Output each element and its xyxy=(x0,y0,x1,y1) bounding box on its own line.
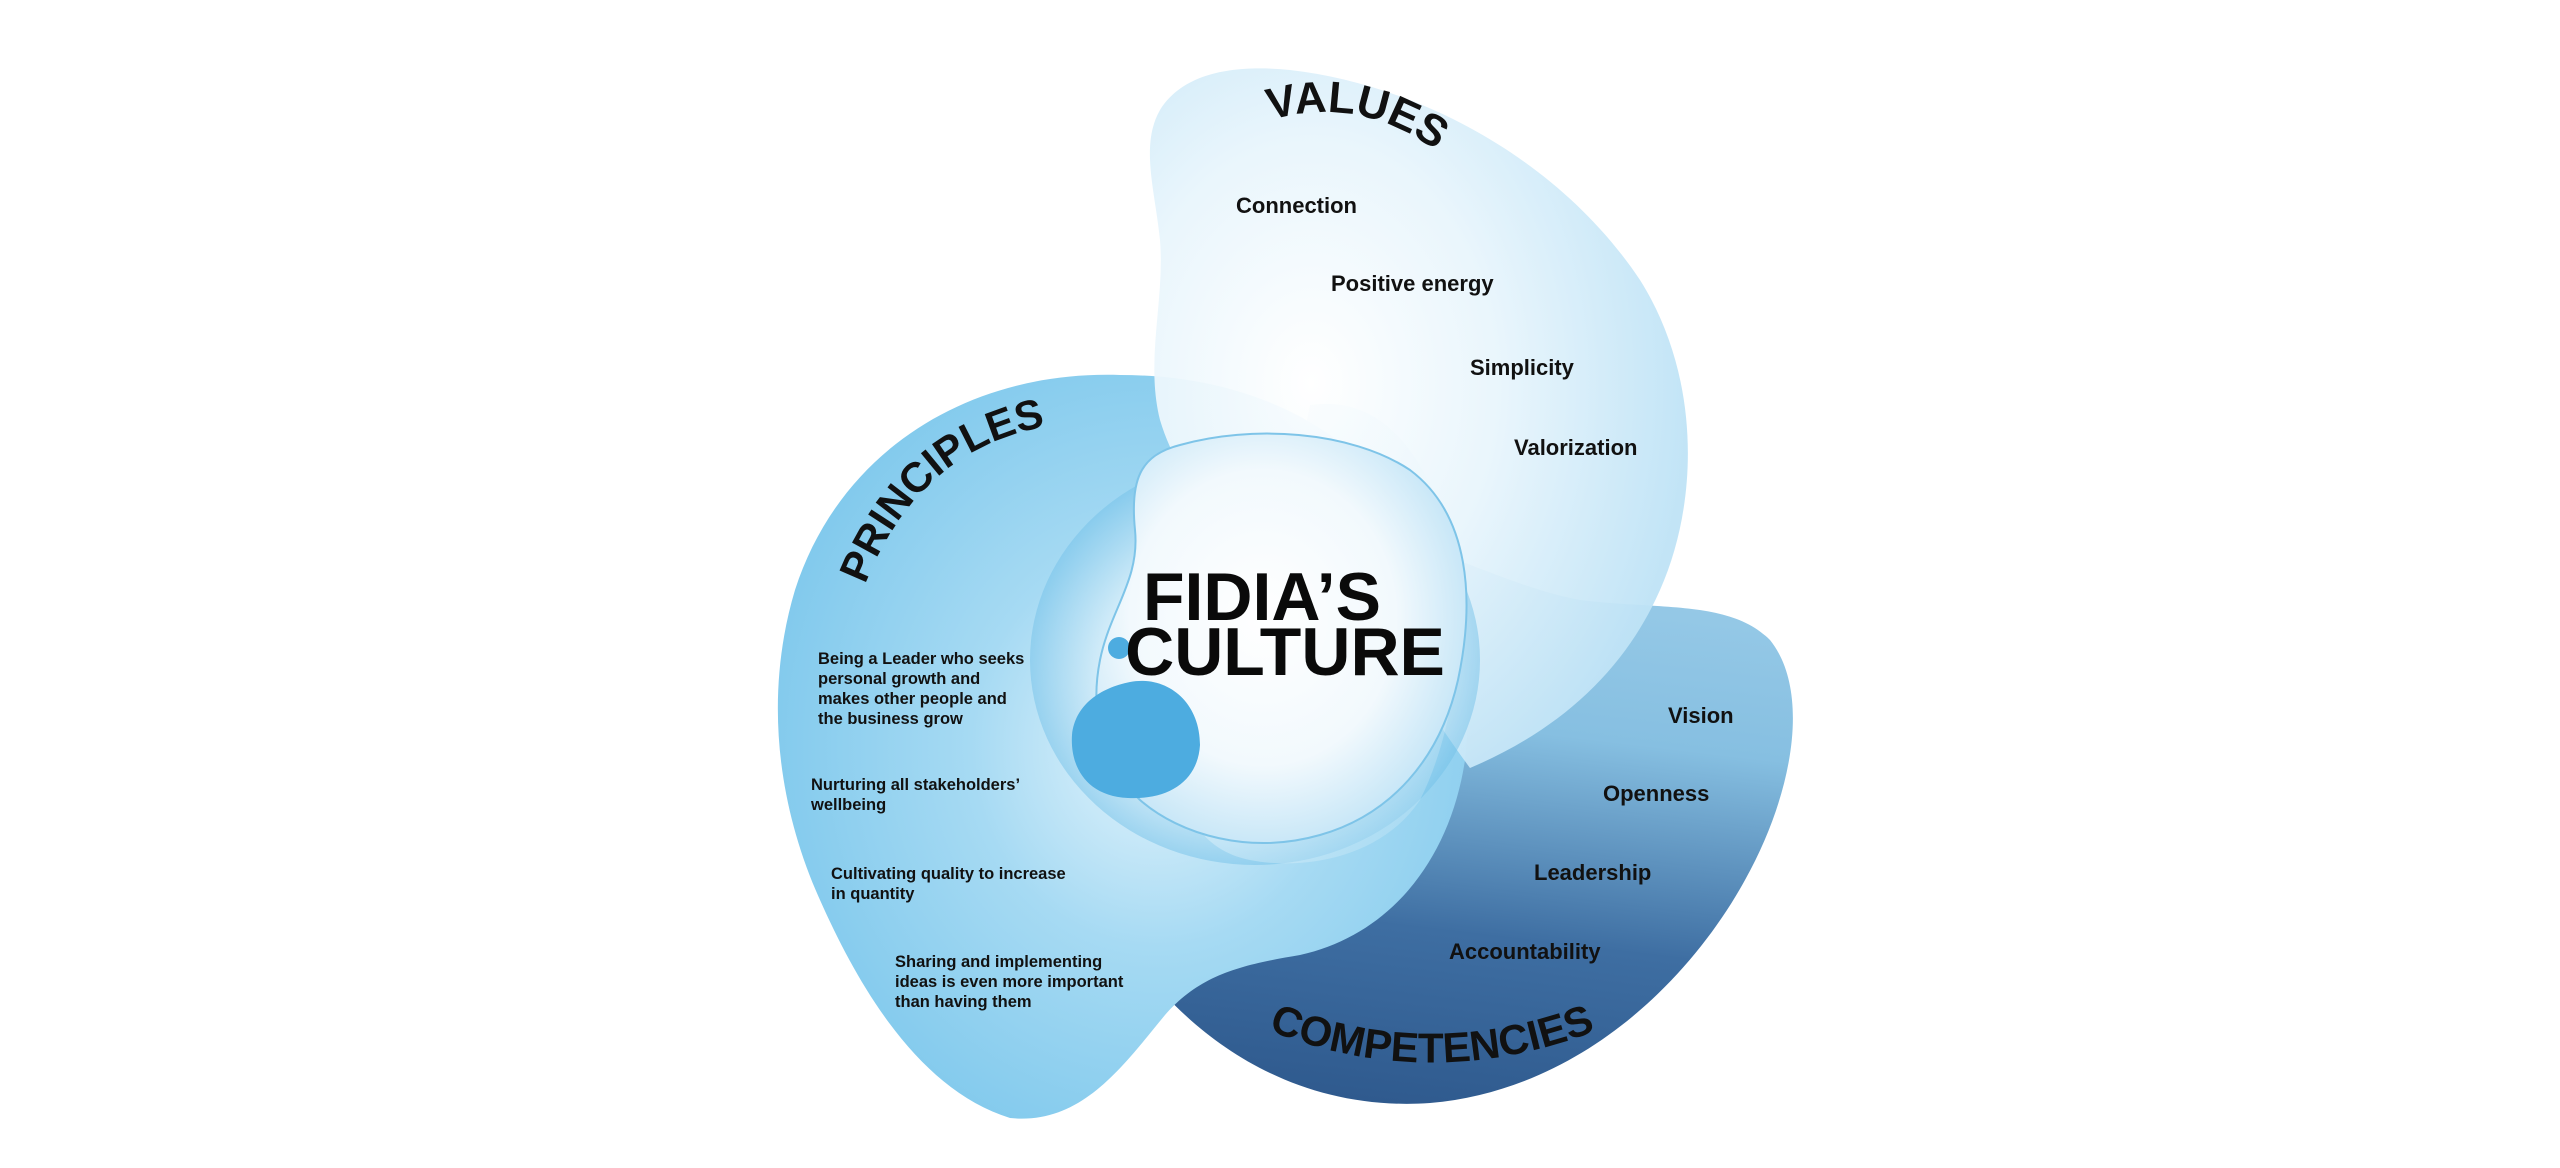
competencies-item: Accountability xyxy=(1449,939,1601,964)
competencies-item: Leadership xyxy=(1534,860,1651,885)
accent-dot xyxy=(1108,637,1130,659)
values-item: Valorization xyxy=(1514,435,1637,460)
values-item: Connection xyxy=(1236,193,1357,218)
principles-item: Cultivating quality to increase in quant… xyxy=(831,865,1070,903)
values-item: Simplicity xyxy=(1470,355,1575,380)
accent-blob xyxy=(1071,680,1200,799)
principles-item: Being a Leader who seeks personal growth… xyxy=(818,650,1029,728)
competencies-item: Openness xyxy=(1603,781,1709,806)
principles-item: Sharing and implementing ideas is even m… xyxy=(895,953,1128,1011)
center-title-line2: CULTURE xyxy=(1125,614,1445,690)
center-title-line1: FIDIA’S xyxy=(1143,559,1381,635)
principles-item: Nurturing all stakeholders’ wellbeing xyxy=(810,776,1024,814)
values-item: Positive energy xyxy=(1331,271,1494,296)
competencies-item: Vision xyxy=(1668,703,1734,728)
values-shape xyxy=(1149,68,1688,768)
